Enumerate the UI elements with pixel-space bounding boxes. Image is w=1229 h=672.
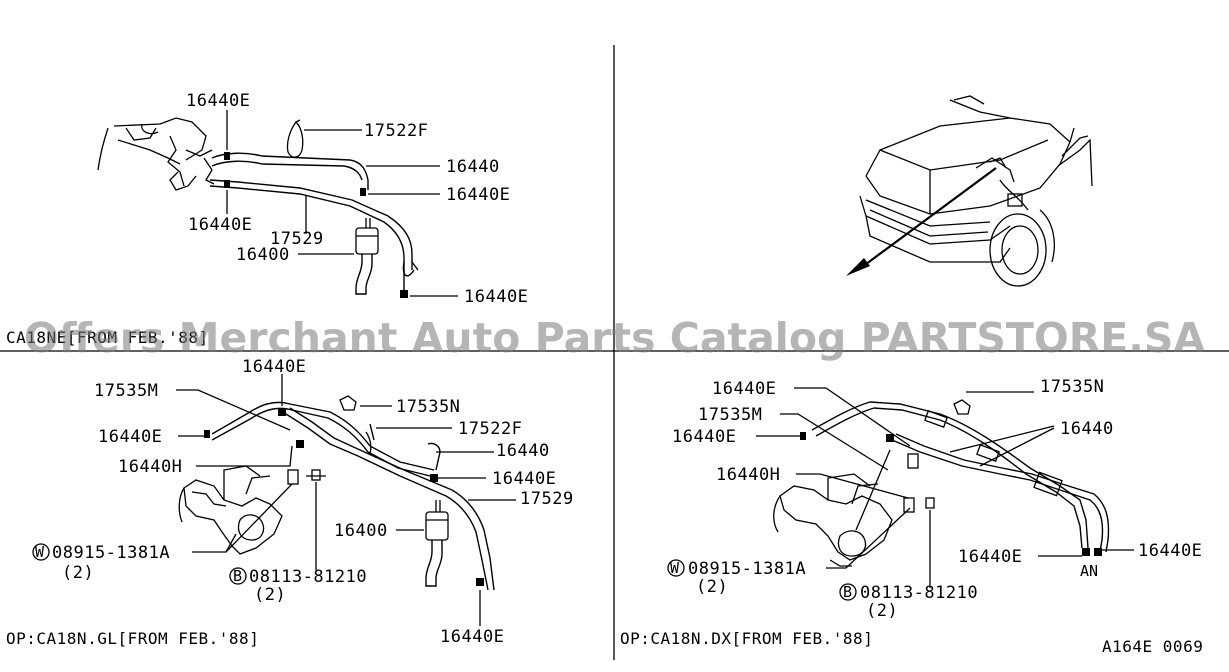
figure-code: A164E 0069 [1102, 637, 1203, 656]
label-clamp-mid: 16440E [446, 185, 510, 205]
panel-top-right [846, 95, 1093, 287]
label-clamp-bottom: 16440E [440, 627, 504, 647]
label-clamp-top: 16440E [712, 379, 776, 399]
label-bolt: 08113-81210 [860, 583, 978, 603]
label-clamp-left: 16440E [672, 427, 736, 447]
label-clamp-left: 16440E [98, 427, 162, 447]
label-hose-return: 17529 [270, 229, 324, 249]
clamp-marks [800, 399, 1102, 556]
label-clamp-bottom: 16440E [958, 547, 1022, 567]
panel-bottom-right: 16440E 17535N 17535M 16440 16440E 16440H… [620, 377, 1203, 656]
panel-top-left: 16440E 17522F 16440 16440E 16440E 17529 … [6, 91, 528, 347]
label-bolt: 08113-81210 [249, 567, 367, 587]
label-clamp-top: 16440E [242, 357, 306, 377]
leader-lines [176, 374, 516, 626]
label-bolt-qty: (2) [254, 585, 286, 605]
label-washer-qty: (2) [62, 563, 94, 583]
label-clamp-right: 16440E [1138, 541, 1202, 561]
label-hose: 16440 [1060, 419, 1114, 439]
fuel-hose-lines [811, 401, 1110, 553]
caption-bottom-right: OP:CA18N.DX[FROM FEB.'88] [620, 629, 873, 648]
fuel-filter-drawing [355, 218, 379, 295]
engine-bracket-drawing [773, 473, 893, 567]
label-cap: 17522F [364, 121, 428, 141]
label-hose-m: 17535M [94, 381, 158, 401]
bolt-callout: B 08113-81210 (2) [229, 567, 367, 605]
washer-code-letter: W [670, 559, 680, 577]
label-clamp-top: 16440E [186, 91, 250, 111]
fuel-filter-drawing [425, 500, 449, 587]
clamp-marks [204, 395, 484, 586]
label-clamp-bottom: 16440E [464, 287, 528, 307]
label-hose-n: 17535N [1040, 377, 1104, 397]
label-hose-m: 17535M [698, 405, 762, 425]
label-washer-qty: (2) [696, 577, 728, 597]
label-washer: 08915-1381A [52, 543, 170, 563]
label-bolt-qty: (2) [866, 601, 898, 621]
panel-bottom-left: 16440E 17535M 17535N 17522F 16440E 16440… [6, 357, 574, 648]
leader-lines [756, 387, 1134, 588]
washer-callout: W 08915-1381A (2) [667, 559, 806, 597]
bolt-callout: B 08113-81210 (2) [839, 583, 978, 621]
fuel-cap-drawing [286, 119, 304, 158]
label-clamp-left: 16440E [188, 215, 252, 235]
label-small-mark: AN [1080, 562, 1098, 580]
caption-bottom-left: OP:CA18N.GL[FROM FEB.'88] [6, 629, 259, 648]
clamp-marks [224, 152, 408, 298]
label-hose-n: 17535N [396, 397, 460, 417]
label-hose: 16440 [496, 441, 550, 461]
label-washer: 08915-1381A [688, 559, 806, 579]
label-hose: 16440 [446, 157, 500, 177]
vehicle-locator-drawing [846, 95, 1093, 287]
caption-top-left: CA18NE[FROM FEB.'88] [6, 328, 209, 347]
label-clamp-h: 16440H [118, 457, 182, 477]
leader-lines [226, 110, 458, 297]
engine-bracket-drawing [97, 117, 215, 191]
washer-code-letter: W [35, 543, 45, 561]
label-hose-return: 17529 [520, 489, 574, 509]
label-filter: 16400 [334, 521, 388, 541]
label-clamp-mid: 16440E [492, 469, 556, 489]
washer-callout: W 08915-1381A (2) [32, 543, 170, 583]
fuel-hose-lines [211, 401, 495, 591]
label-filter: 16400 [236, 245, 290, 265]
engine-bracket-drawing [178, 465, 283, 555]
bolt-code-letter: B [233, 567, 242, 585]
label-cap: 17522F [458, 419, 522, 439]
bolt-code-letter: B [843, 583, 852, 601]
label-clamp-h: 16440H [716, 465, 780, 485]
